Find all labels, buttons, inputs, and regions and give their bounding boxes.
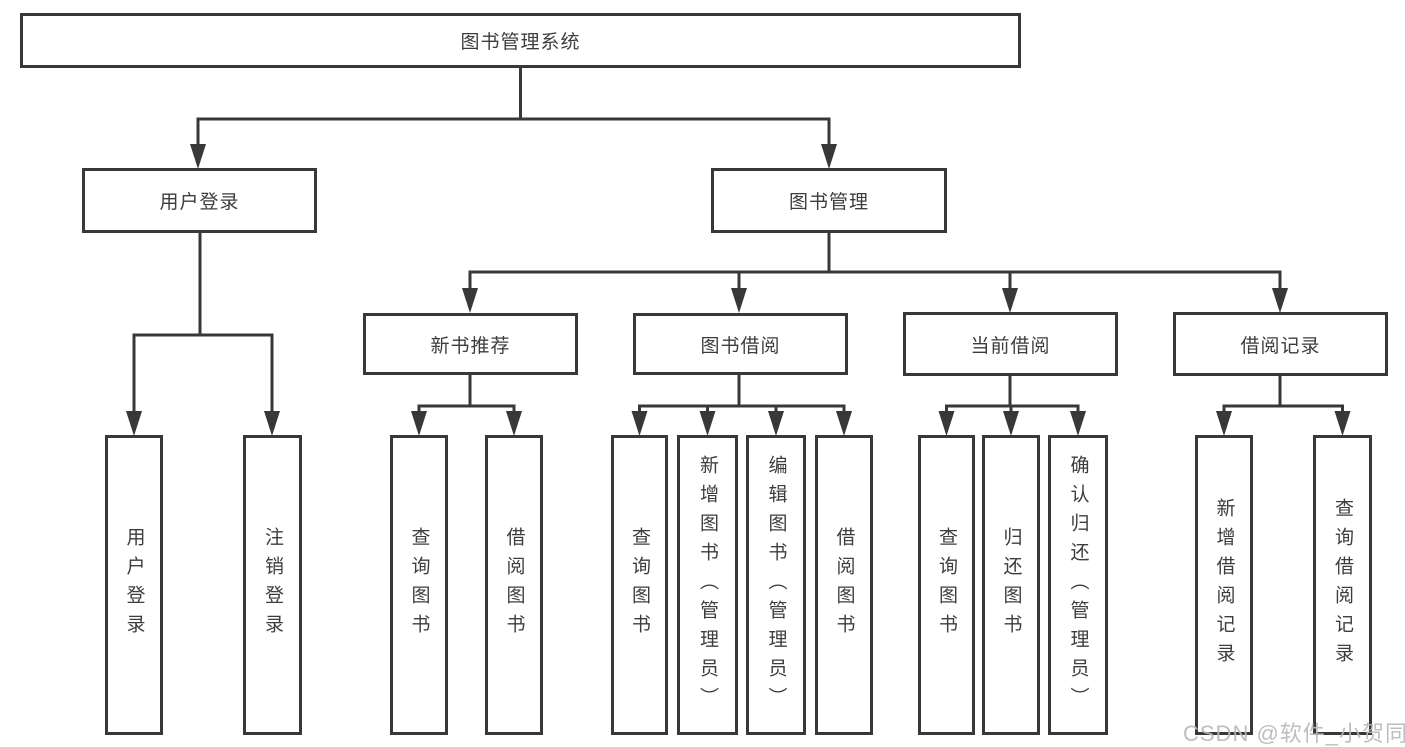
node-label: 编辑图书（管理员）	[765, 454, 787, 716]
node-label: 用户登录	[123, 527, 145, 643]
leaf-current-return-book: 归还图书	[982, 435, 1040, 735]
leaf-borrow-borrow-book: 借阅图书	[815, 435, 873, 735]
node-label: 新书推荐	[430, 335, 511, 357]
leaf-borrow-query-book: 查询图书	[611, 435, 668, 735]
leaf-borrow-edit-book-admin: 编辑图书（管理员）	[746, 435, 806, 735]
node-label: 借阅图书	[503, 527, 525, 643]
node-label: 图书管理系统	[460, 32, 581, 53]
leaf-current-query-book: 查询图书	[918, 435, 975, 735]
leaf-current-confirm-return-admin: 确认归还（管理员）	[1048, 435, 1108, 735]
node-label: 当前借阅	[970, 335, 1051, 357]
node-current-borrow: 当前借阅	[903, 312, 1118, 376]
node-user-login: 用户登录	[82, 168, 317, 233]
leaf-record-query-record: 查询借阅记录	[1313, 435, 1372, 735]
node-label: 查询图书	[936, 527, 957, 643]
node-label: 查询借阅记录	[1332, 498, 1353, 672]
leaf-borrow-add-book-admin: 新增图书（管理员）	[677, 435, 738, 735]
node-label: 新增图书（管理员）	[697, 454, 718, 716]
csdn-watermark: CSDN @软件_小贺同学	[1183, 721, 1405, 746]
leaf-logout: 注销登录	[243, 435, 302, 735]
node-label: 用户登录	[159, 192, 240, 213]
node-label: 图书借阅	[700, 335, 781, 357]
leaf-user-login: 用户登录	[105, 435, 163, 735]
node-borrow-record: 借阅记录	[1173, 312, 1388, 376]
node-label: 借阅图书	[833, 527, 855, 643]
node-label: 归还图书	[1000, 527, 1022, 643]
node-label: 新增借阅记录	[1213, 498, 1235, 672]
node-label: 注销登录	[262, 527, 283, 643]
node-label: 借阅记录	[1240, 335, 1321, 357]
node-label: 查询图书	[629, 527, 650, 643]
leaf-recommend-borrow-book: 借阅图书	[485, 435, 543, 735]
leaf-record-add-record: 新增借阅记录	[1195, 435, 1253, 735]
node-label: 图书管理	[788, 192, 869, 213]
node-book-management: 图书管理	[711, 168, 947, 233]
node-new-book-recommend: 新书推荐	[363, 313, 578, 375]
node-label: 确认归还（管理员）	[1067, 454, 1089, 716]
node-label: 查询图书	[408, 527, 430, 643]
node-book-borrow: 图书借阅	[633, 313, 848, 375]
node-root: 图书管理系统	[20, 13, 1021, 68]
leaf-recommend-query-book: 查询图书	[390, 435, 448, 735]
